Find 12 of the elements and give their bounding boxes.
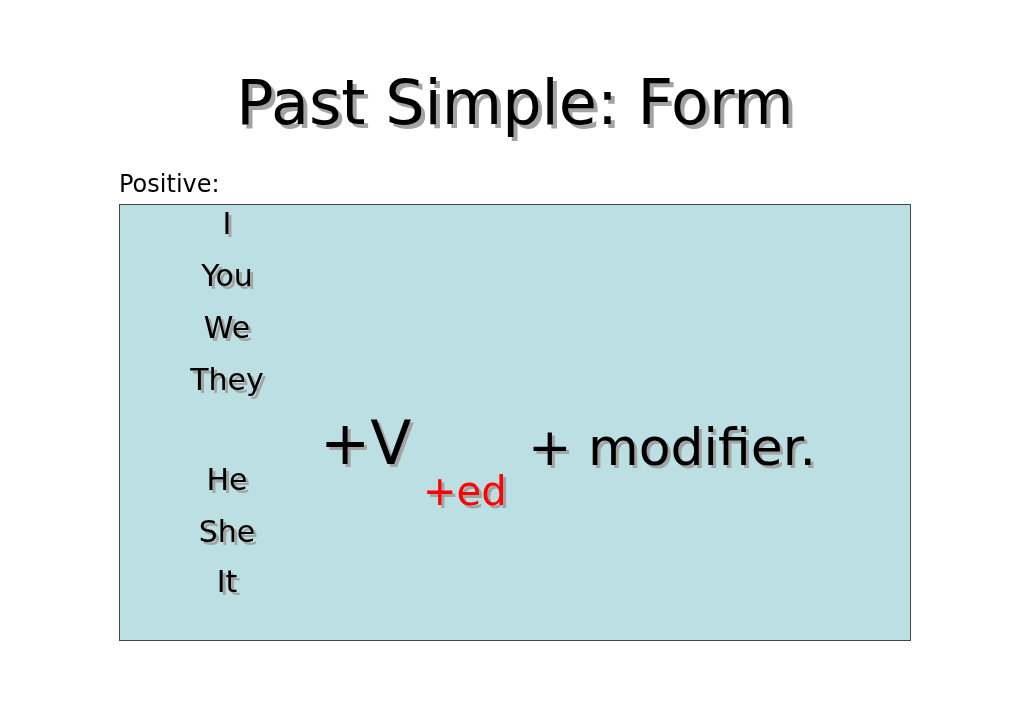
pronoun: I bbox=[221, 209, 233, 239]
pronoun: He bbox=[205, 465, 249, 495]
section-heading: Positive: bbox=[119, 172, 220, 196]
pronoun: They bbox=[189, 365, 265, 395]
pronoun: She bbox=[197, 517, 257, 547]
formula-verb: +V bbox=[320, 413, 412, 473]
pronoun: We bbox=[202, 313, 252, 343]
formula-panel bbox=[119, 204, 911, 641]
pronoun: You bbox=[200, 261, 254, 291]
formula-modifier: + modifier. bbox=[528, 421, 816, 473]
pronoun: It bbox=[215, 567, 239, 597]
formula-ending: +ed bbox=[423, 471, 507, 511]
